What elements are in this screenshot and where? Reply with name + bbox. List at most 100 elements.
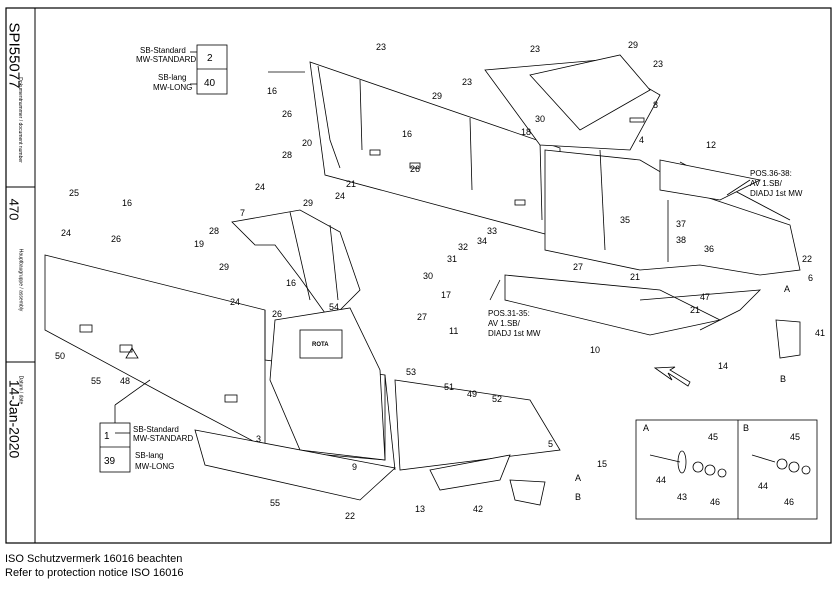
callout-label: 16: [402, 129, 412, 139]
callout-label: 33: [487, 226, 497, 236]
callout-label: 3: [256, 434, 261, 444]
callout-label: 29: [303, 198, 313, 208]
callout-label: 9: [352, 462, 357, 472]
qty1-row2-sub: MW-LONG: [153, 83, 192, 92]
callout-label: A: [575, 473, 581, 483]
callout-label: 21: [690, 305, 700, 315]
callout-label: 55: [91, 376, 101, 386]
callout-label: 4: [639, 135, 644, 145]
callout-label: 27: [573, 262, 583, 272]
callout-label: 50: [55, 351, 65, 361]
decal-logo-text: ROTA: [312, 342, 329, 348]
callout-label: 32: [458, 242, 468, 252]
callout-label: 55: [270, 498, 280, 508]
callout-label: 15: [597, 459, 607, 469]
note-pos36-3: DIADJ 1st MW: [750, 189, 803, 198]
callout-label: 24: [335, 191, 345, 201]
callout-label: 26: [410, 164, 420, 174]
drawing-frame: [5, 7, 832, 544]
callout-label: 35: [620, 215, 630, 225]
qty2-row1-sub: MW-STANDARD: [133, 434, 193, 443]
callout-label: 30: [423, 271, 433, 281]
callout-label: 53: [406, 367, 416, 377]
callout-label: 28: [209, 226, 219, 236]
callout-label: 24: [255, 182, 265, 192]
callout-label: 29: [628, 40, 638, 50]
qty2-row2-value: 39: [104, 456, 116, 467]
qty1-row1-label: SB-Standard: [140, 46, 186, 55]
callout-label: 49: [467, 389, 477, 399]
callout-label: 29: [432, 91, 442, 101]
callout-label: 26: [111, 234, 121, 244]
callout-label: 21: [346, 179, 356, 189]
qty2-row2-label: SB-lang: [135, 451, 163, 460]
callout-label: 10: [590, 345, 600, 355]
callout-label: 5: [548, 439, 553, 449]
callout-label: 14: [718, 361, 728, 371]
callout-label: B: [780, 374, 786, 384]
callout-label: 44: [758, 481, 768, 491]
callout-label: 11: [449, 326, 458, 336]
callout-label: 8: [653, 100, 658, 110]
note-pos31-3: DIADJ 1st MW: [488, 329, 541, 338]
callout-label: A: [784, 284, 790, 294]
callout-label: 31: [447, 254, 457, 264]
footer-line-1: ISO Schutzvermerk 16016 beachten: [5, 553, 183, 565]
footer-line-2: Refer to protection notice ISO 16016: [5, 567, 184, 579]
callout-label: 43: [677, 492, 687, 502]
note-pos36-2: AV 1.SB/: [750, 179, 783, 188]
callout-label: 16: [267, 86, 277, 96]
callout-label: 21: [630, 272, 640, 282]
note-pos31-2: AV 1.SB/: [488, 319, 521, 328]
detail-box: [635, 419, 818, 520]
callout-label: 23: [462, 77, 472, 87]
callout-label: 28: [282, 150, 292, 160]
callout-label: 38: [676, 235, 686, 245]
callout-label: 29: [219, 262, 229, 272]
callout-label: 19: [194, 239, 204, 249]
callout-label: 17: [441, 290, 451, 300]
callout-label: 46: [710, 497, 720, 507]
qty2-row2-sub: MW-LONG: [135, 462, 174, 471]
callout-label: 41: [815, 328, 825, 338]
callout-label: 23: [653, 59, 663, 69]
callout-label: 36: [704, 244, 714, 254]
detail-label-b: B: [743, 423, 749, 433]
callout-label: 34: [477, 236, 487, 246]
callout-label: B: [575, 492, 581, 502]
callout-label: 51: [444, 382, 454, 392]
callout-label: 7: [240, 208, 245, 218]
qty2-row1-value: 1: [104, 431, 110, 442]
callout-label: 6: [808, 273, 813, 283]
callout-label: 16: [286, 278, 296, 288]
callout-label: 48: [120, 376, 130, 386]
callout-label: 22: [345, 511, 355, 521]
note-pos31-1: POS.31-35:: [488, 309, 530, 318]
callout-label: 25: [69, 188, 79, 198]
callout-label: 27: [417, 312, 427, 322]
callout-label: 23: [376, 42, 386, 52]
callout-label: 24: [230, 297, 240, 307]
qty2-row1-label: SB-Standard: [133, 425, 179, 434]
callout-label: 26: [272, 309, 282, 319]
callout-label: 45: [708, 432, 718, 442]
callout-label: 52: [492, 394, 502, 404]
qty1-row2-label: SB-lang: [158, 73, 186, 82]
note-pos36-1: POS.36-38:: [750, 169, 792, 178]
callout-label: 24: [61, 228, 71, 238]
callout-label: 47: [700, 292, 710, 302]
callout-label: 26: [282, 109, 292, 119]
qty1-row1-value: 2: [207, 53, 213, 64]
callout-label: 42: [473, 504, 483, 514]
callout-label: 46: [784, 497, 794, 507]
callout-label: 16: [122, 198, 132, 208]
qty1-row2-value: 40: [204, 78, 216, 89]
callout-label: 44: [656, 475, 666, 485]
callout-label: 45: [790, 432, 800, 442]
callout-label: 12: [706, 140, 716, 150]
callout-label: 22: [802, 254, 812, 264]
callout-label: 20: [302, 138, 312, 148]
callout-label: 37: [676, 219, 686, 229]
